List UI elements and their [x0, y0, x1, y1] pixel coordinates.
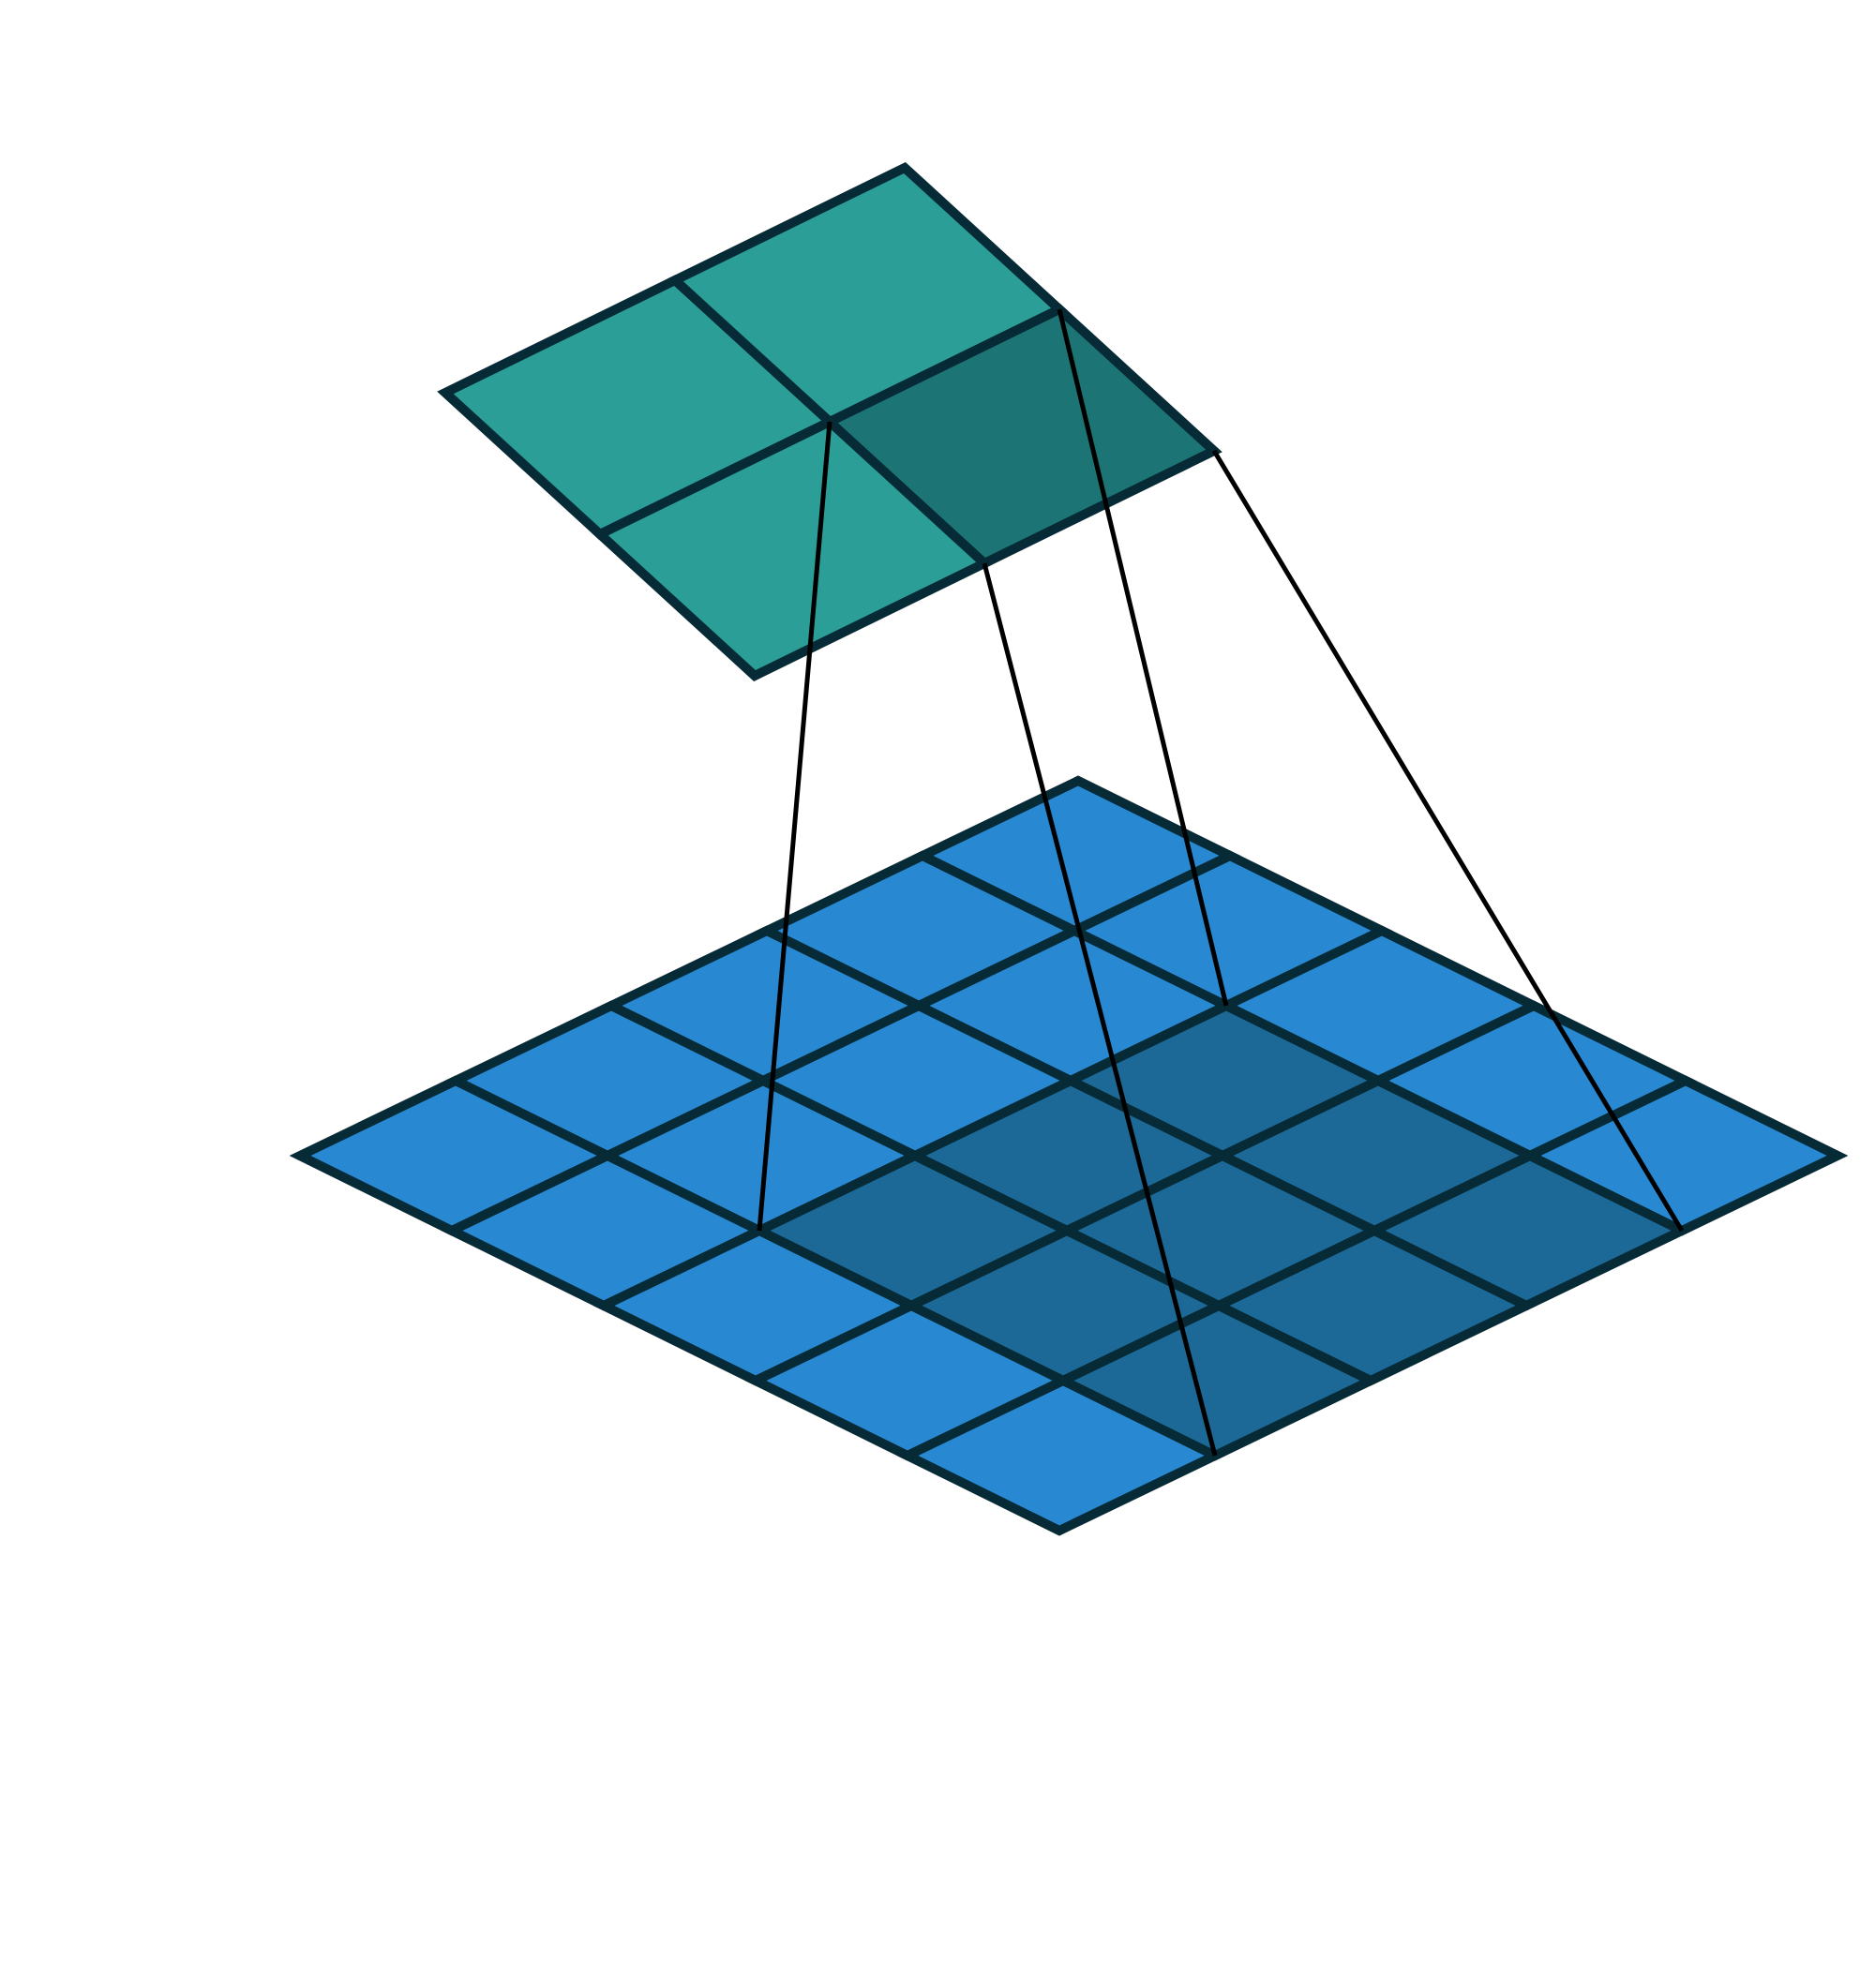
input-cell-r4-c4: [896, 1375, 1226, 1536]
receptive-field-connectors: [757, 308, 1685, 1457]
connector-line-left: [757, 421, 832, 1232]
connector-line-right: [1211, 449, 1685, 1233]
output-feature-map: [437, 162, 1222, 681]
output-cell-r1-c1: [592, 416, 993, 681]
connector-line-bottom: [982, 562, 1218, 1457]
connector-line-top: [1057, 308, 1229, 1007]
